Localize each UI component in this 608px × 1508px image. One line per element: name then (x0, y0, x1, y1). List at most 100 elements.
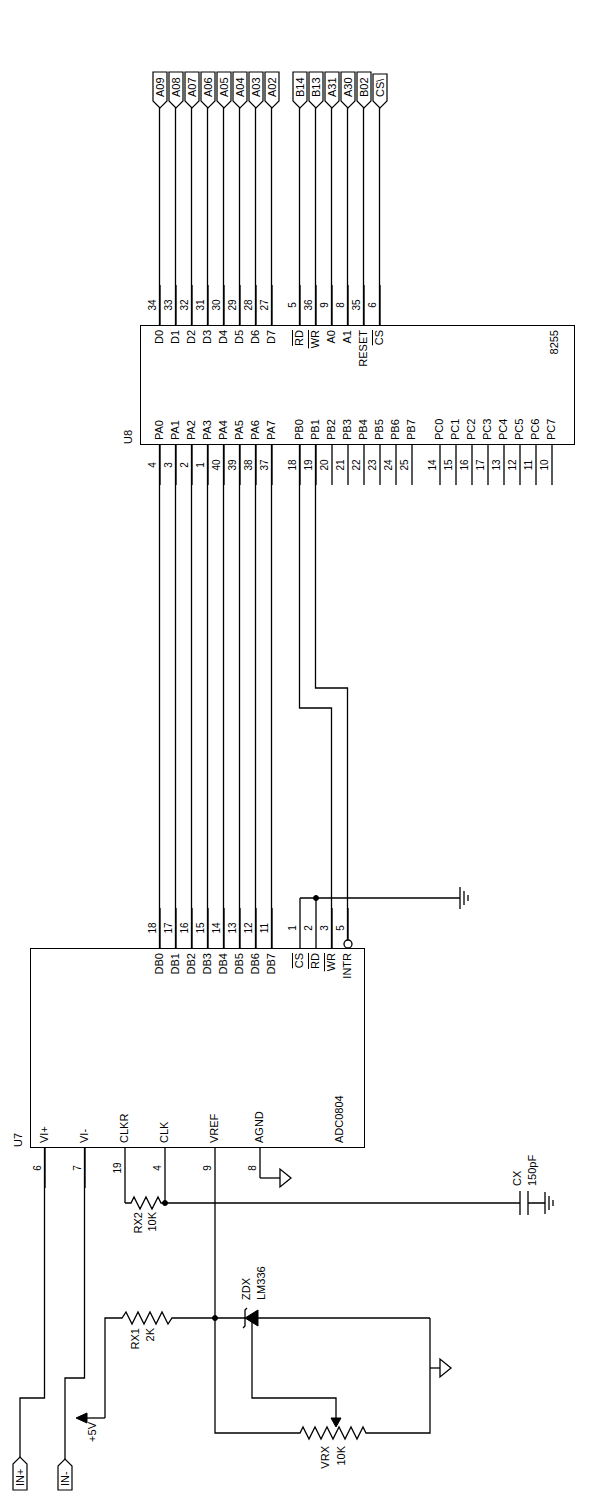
signal-name: A08 (170, 77, 183, 97)
pin-stubs (160, 445, 552, 485)
signal-flag: CS\ (373, 74, 387, 108)
ground-symbol (280, 1169, 291, 1187)
pin-name: DB1 (169, 953, 182, 974)
pin-number: 1 (195, 451, 206, 479)
pin-number: 19 (112, 1154, 123, 1182)
signal-wire (223, 445, 224, 948)
pin-number: 13 (491, 451, 502, 479)
pin-number: 18 (147, 914, 158, 942)
signal-flag: A07 (185, 72, 199, 108)
pin-number: 36 (303, 291, 314, 319)
pin-number: 37 (259, 451, 270, 479)
pin-name: DB0 (153, 953, 166, 974)
junction-dot (163, 1201, 168, 1206)
wire (252, 1322, 336, 1418)
ground-symbol (460, 887, 468, 909)
pin-name: D6 (249, 330, 262, 344)
pin-name: D4 (217, 330, 230, 344)
signal-flag: B14 (293, 72, 307, 108)
pin-number: 10 (539, 451, 550, 479)
pin-name: A0 (325, 330, 338, 343)
pin-name: PA2 (185, 420, 198, 440)
signal-name: A07 (186, 77, 199, 97)
pin-number: 12 (507, 451, 518, 479)
signal-flag: A30 (341, 72, 355, 108)
pin-name: PA7 (265, 420, 278, 440)
inversion-bubble (344, 940, 352, 948)
pin-name: CLKR (118, 1114, 131, 1143)
signal-name: A06 (202, 77, 215, 97)
part-value: LM336 (255, 1266, 268, 1300)
pin-number: 23 (367, 451, 378, 479)
pin-name: INTR (341, 953, 354, 979)
pin-name: DB2 (185, 953, 198, 974)
pin-number: 11 (523, 451, 534, 479)
pin-name: VI- (78, 1129, 91, 1143)
pin-number: 12 (243, 914, 254, 942)
pin-number: 6 (32, 1154, 43, 1182)
pin-number: 5 (335, 914, 346, 942)
part-value: 2K (144, 1328, 157, 1368)
pin-number: 15 (443, 451, 454, 479)
pin-name: RESET (357, 330, 370, 367)
pin-number: 2 (303, 914, 314, 942)
pin-name: PC3 (481, 419, 494, 440)
signal-name: A05 (218, 77, 231, 97)
pin-name: PC6 (529, 419, 542, 440)
pin-number: 3 (319, 914, 330, 942)
junction-dot (314, 896, 319, 901)
signal-flag: A04 (233, 72, 247, 108)
pin-name: DB4 (217, 953, 230, 974)
pin-name: VI+ (38, 1126, 51, 1143)
pin-number: 1 (287, 914, 298, 942)
part-ref: U8 (122, 430, 135, 444)
pin-number: 11 (259, 914, 270, 942)
flag-shape (13, 1457, 27, 1490)
pin-number: 33 (163, 291, 174, 319)
pin-name: D5 (233, 330, 246, 344)
wiper-arrow (331, 1418, 341, 1427)
pin-number: 7 (72, 1154, 83, 1182)
resistor-symbol (125, 1188, 520, 1209)
pin-number: 15 (195, 914, 206, 942)
part-ref: RX1 (129, 1328, 142, 1368)
part-value: 150pF (526, 1155, 539, 1186)
pin-name: PA3 (201, 420, 214, 440)
pin-name: PA1 (169, 420, 182, 440)
signal-name: IN+ (14, 1469, 27, 1486)
pin-stubs (45, 1148, 260, 1188)
pin-name: CS (293, 953, 306, 968)
pin-number: 6 (367, 291, 378, 319)
signal-name: CS\ (374, 79, 387, 97)
signal-name: A03 (250, 77, 263, 97)
ground-symbol (545, 1192, 553, 1214)
pin-name: RD (293, 330, 306, 346)
pin-name: PB2 (325, 419, 338, 440)
flag-shape (309, 72, 323, 108)
pin-name: D3 (201, 330, 214, 344)
pin-name: PC1 (449, 419, 462, 440)
pin-stubs (160, 898, 348, 948)
ground-wire (260, 1177, 280, 1178)
pin-number: 16 (179, 914, 190, 942)
pin-number: 8 (335, 291, 346, 319)
pin-name: WR (325, 953, 338, 971)
pin-number: 14 (211, 914, 222, 942)
pin-number: 30 (211, 291, 222, 319)
pin-number: 5 (287, 291, 298, 319)
pin-name: PB4 (357, 419, 370, 440)
pin-name: PC2 (465, 419, 478, 440)
pin-number: 39 (227, 451, 238, 479)
potentiometer-symbol (215, 1318, 430, 1439)
wire (258, 1317, 430, 1318)
pin-name: CS (373, 330, 386, 345)
pin-name: PB6 (389, 419, 402, 440)
pin-number: 14 (427, 451, 438, 479)
signal-name: A09 (154, 77, 167, 97)
flag-shape (185, 72, 199, 108)
pin-number: 28 (243, 291, 254, 319)
flag-shape (341, 72, 355, 108)
pin-number: 25 (399, 451, 410, 479)
pin-number: 17 (475, 451, 486, 479)
